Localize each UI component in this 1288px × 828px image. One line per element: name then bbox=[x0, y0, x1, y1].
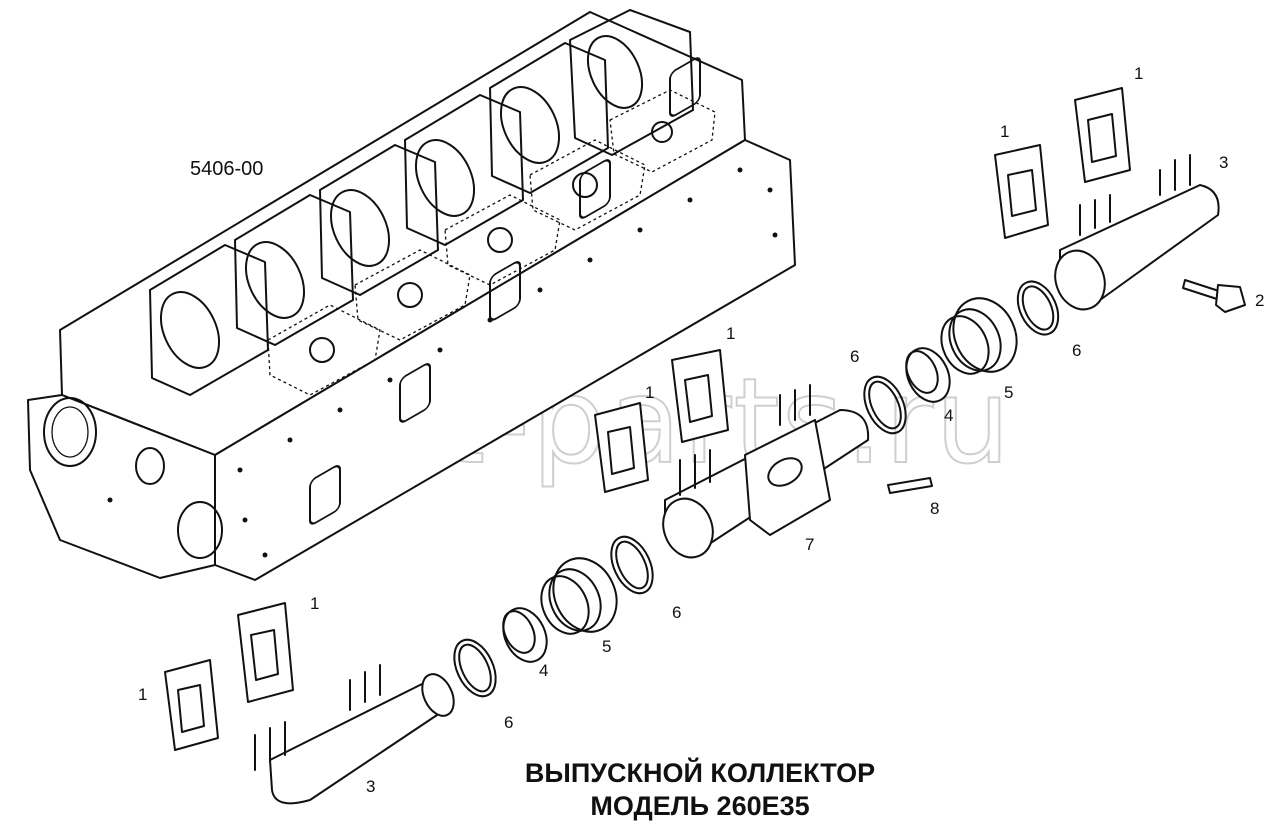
callout-4-sleeve: 4 bbox=[539, 661, 548, 680]
callout-1-gasket: 1 bbox=[138, 685, 147, 704]
callout-1-gasket: 1 bbox=[310, 594, 319, 613]
callout-6-clamp: 6 bbox=[850, 347, 859, 366]
clamp-middle bbox=[863, 375, 907, 435]
callout-3-manifold-section: 3 bbox=[366, 777, 375, 796]
manifold-center-section bbox=[662, 384, 870, 559]
gasket-lower-b bbox=[237, 602, 294, 703]
callout-2-bolt: 2 bbox=[1255, 291, 1264, 310]
callout-1-gasket: 1 bbox=[1134, 64, 1143, 83]
callout-6-clamp: 6 bbox=[672, 603, 681, 622]
sleeve-upper bbox=[905, 347, 951, 403]
gasket-upper-right-b bbox=[1074, 87, 1131, 183]
bolt bbox=[1182, 279, 1246, 313]
callout-5-bellows: 5 bbox=[1004, 383, 1013, 402]
sleeve-lower bbox=[502, 607, 548, 663]
callout-1-gasket: 1 bbox=[645, 383, 654, 402]
callout-8-stud: 8 bbox=[930, 499, 939, 518]
stud bbox=[887, 477, 933, 494]
callout-4-sleeve: 4 bbox=[944, 406, 953, 425]
manifold-section-upper bbox=[1054, 154, 1220, 311]
gasket-middle-b bbox=[671, 349, 729, 443]
callout-1-gasket: 1 bbox=[726, 324, 735, 343]
cylinder-head bbox=[27, 9, 796, 581]
callout-6-clamp: 6 bbox=[1072, 341, 1081, 360]
clamp-lower-right bbox=[610, 535, 654, 595]
gasket-middle-a bbox=[594, 402, 649, 493]
bellows-upper bbox=[940, 297, 1018, 375]
clamp-lower-left bbox=[453, 638, 497, 698]
callout-7-center-section: 7 bbox=[805, 535, 814, 554]
diagram-subtitle: МОДЕЛЬ 260Е35 bbox=[590, 791, 809, 821]
reference-code: 5406-00 bbox=[190, 158, 263, 180]
gasket-upper-right-a bbox=[994, 144, 1049, 239]
callout-5-bellows: 5 bbox=[602, 637, 611, 656]
clamp-upper bbox=[1016, 280, 1060, 336]
callout-3-manifold-section: 3 bbox=[1219, 153, 1228, 172]
callout-1-gasket: 1 bbox=[1000, 122, 1009, 141]
bellows-lower bbox=[540, 557, 618, 635]
diagram-title: ВЫПУСКНОЙ КОЛЛЕКТОР bbox=[525, 757, 875, 788]
manifold-end-section-lower bbox=[254, 664, 455, 805]
callout-6-clamp: 6 bbox=[504, 713, 513, 732]
gasket-lower-a bbox=[164, 659, 219, 751]
